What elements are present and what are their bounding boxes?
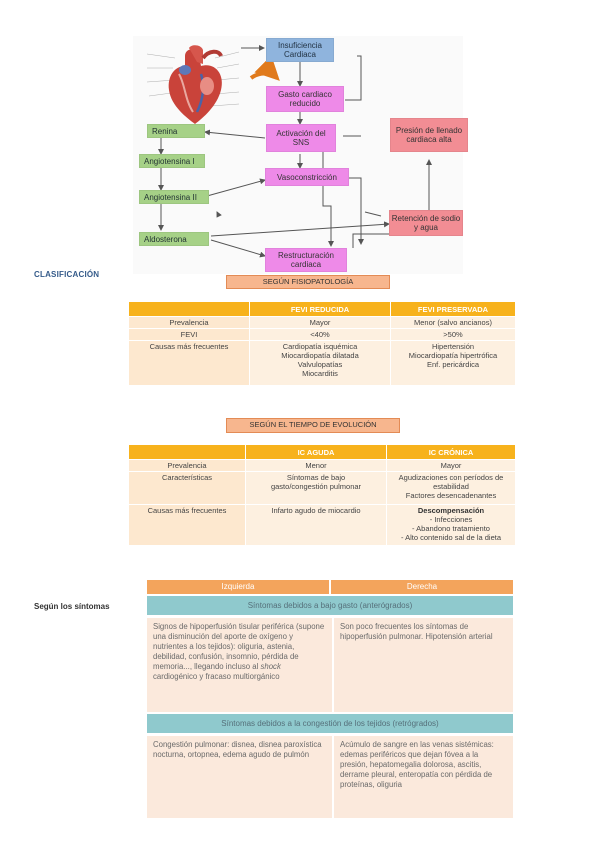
node-presion-label: Presión de llenado cardiaca alta [395, 126, 463, 144]
row-label: FEVI [128, 328, 250, 341]
node-retencion-label: Retención de sodio y agua [391, 214, 461, 232]
row-label: Características [128, 471, 246, 505]
node-presion-llenado: Presión de llenado cardiaca alta [390, 118, 468, 152]
evo-header-aguda: IC AGUDA [245, 444, 387, 460]
cell-line: Hipertensión [431, 342, 475, 351]
cell-line: Miocardiopatía dilatada [281, 351, 359, 360]
evolucion-header-row: IC AGUDA IC CRÓNICA [128, 444, 516, 460]
node-vasoconstriccion-label: Vasoconstricción [277, 172, 337, 182]
node-insuficiencia-label: Insuficiencia Cardiaca [277, 41, 323, 59]
table-cell: Cardiopatía isquémica Miocardiopatía dil… [249, 340, 391, 386]
node-insuficiencia-cardiaca: Insuficiencia Cardiaca [266, 38, 334, 62]
node-restructuracion-label: Restructuración cardiaca [277, 251, 335, 269]
node-activacion-label: Activación del SNS [276, 129, 326, 147]
node-aldosterona-label: Aldosterona [144, 234, 187, 244]
cell-congestion-izquierda: Congestión pulmonar: disnea, disnea paro… [147, 736, 332, 818]
table-cell: Menor [245, 459, 387, 472]
fisio-header-blank [128, 301, 250, 317]
evolucion-banner: SEGÚN EL TIEMPO DE EVOLUCIÓN [226, 418, 400, 433]
node-angiotensina-1-label: Angiotensina I [144, 156, 195, 166]
cell-text-emphasis: shock [260, 662, 281, 671]
sintomas-header-izquierda: Izquierda [147, 580, 329, 594]
table-cell: Infarto agudo de miocardio [245, 504, 387, 546]
table-cell: >50% [390, 328, 516, 341]
cell-congestion-derecha: Acúmulo de sangre en las venas sistémica… [334, 736, 513, 818]
table-cell: Mayor [386, 459, 516, 472]
cell-text: cardiogénico y fracaso multiorgánico [153, 672, 280, 681]
evo-header-cronica: IC CRÓNICA [386, 444, 516, 460]
node-retencion-sodio: Retención de sodio y agua [389, 210, 463, 236]
cell-bajo-gasto-derecha: Son poco frecuentes los síntomas de hipo… [334, 618, 513, 712]
sintomas-header-derecha: Derecha [331, 580, 513, 594]
table-cell: Síntomas de bajo gasto/congestión pulmon… [245, 471, 387, 505]
node-gasto-cardiaco: Gasto cardiaco reducido [266, 86, 344, 112]
node-renina-label: Renina [152, 126, 178, 136]
row-label: Prevalencia [128, 459, 246, 472]
table-cell: Mayor [249, 316, 391, 329]
cell-line: Valvulopatías [297, 360, 343, 369]
cell-text: Congestión pulmonar: disnea, disnea paro… [153, 740, 322, 759]
fisiopatologia-banner: SEGÚN FISIOPATOLOGÍA [226, 275, 390, 289]
fisiopatologia-table: FEVI REDUCIDA FEVI PRESERVADA Prevalenci… [128, 301, 516, 386]
cell-line-title: Descompensación [417, 506, 485, 515]
table-cell: Menor (salvo ancianos) [390, 316, 516, 329]
node-angiotensina-2: Angiotensina II [139, 190, 209, 204]
sintomas-side-label: Según los síntomas [34, 602, 110, 611]
table-row: Características Síntomas de bajo gasto/c… [128, 471, 516, 505]
node-aldosterona: Aldosterona [139, 232, 209, 246]
fisio-header-preservada: FEVI PRESERVADA [390, 301, 516, 317]
cell-line: - Abandono tratamiento [412, 524, 490, 533]
node-renina: Renina [147, 124, 205, 138]
clasificacion-heading: CLASIFICACIÓN [34, 270, 100, 279]
sintomas-table: Izquierda Derecha Síntomas debidos a baj… [147, 580, 513, 818]
table-cell: Hipertensión Miocardiopatía hipertrófica… [390, 340, 516, 386]
cell-text: Signos de hipoperfusión tisular periféri… [153, 622, 325, 671]
node-vasoconstriccion: Vasoconstricción [265, 168, 349, 186]
cell-text: Son poco frecuentes los síntomas de hipo… [340, 622, 493, 641]
table-row: Prevalencia Menor Mayor [128, 459, 516, 472]
table-row: Prevalencia Mayor Menor (salvo ancianos) [128, 316, 516, 329]
cell-line: Agudizaciones con períodos de [398, 473, 504, 482]
cell-line: Miocardiopatía hipertrófica [408, 351, 498, 360]
cell-text: Acúmulo de sangre en las venas sistémica… [340, 740, 494, 789]
table-row: Causas más frecuentes Infarto agudo de m… [128, 504, 516, 546]
table-cell: Descompensación - Infecciones - Abandono… [386, 504, 516, 546]
band-congestion: Síntomas debidos a la congestión de los … [147, 714, 513, 733]
pathophysiology-flowchart: Insuficiencia Cardiaca Gasto cardiaco re… [133, 36, 468, 274]
table-cell: Agudizaciones con períodos de estabilida… [386, 471, 516, 505]
row-label: Causas más frecuentes [128, 504, 246, 546]
row-label: Prevalencia [128, 316, 250, 329]
node-restructuracion: Restructuración cardiaca [265, 248, 347, 272]
heart-illustration [146, 45, 240, 124]
cell-line: Cardiopatía isquémica [282, 342, 358, 351]
evo-header-blank [128, 444, 246, 460]
node-angiotensina-1: Angiotensina I [139, 154, 205, 168]
cell-line: Síntomas de bajo [286, 473, 346, 482]
evolucion-table: IC AGUDA IC CRÓNICA Prevalencia Menor Ma… [128, 444, 516, 546]
cell-line: Miocarditis [302, 369, 338, 378]
table-row: FEVI <40% >50% [128, 328, 516, 341]
band-bajo-gasto: Síntomas debidos a bajo gasto (anterógra… [147, 596, 513, 615]
cell-line: - Alto contenido sal de la dieta [400, 533, 502, 542]
cell-line: - Infecciones [429, 515, 473, 524]
flowchart-arrows [158, 45, 432, 258]
cell-bajo-gasto-izquierda: Signos de hipoperfusión tisular periféri… [147, 618, 332, 712]
node-activacion-sns: Activación del SNS [266, 124, 336, 152]
table-cell: <40% [249, 328, 391, 341]
cell-line: Factores desencadenantes [405, 491, 497, 500]
row-label: Causas más frecuentes [128, 340, 250, 386]
node-angiotensina-2-label: Angiotensina II [144, 192, 197, 202]
node-gasto-label: Gasto cardiaco reducido [278, 90, 332, 108]
table-row: Causas más frecuentes Cardiopatía isquém… [128, 340, 516, 386]
cell-line: estabilidad [433, 482, 469, 491]
fisio-header-reducida: FEVI REDUCIDA [249, 301, 391, 317]
fisiopatologia-header-row: FEVI REDUCIDA FEVI PRESERVADA [128, 301, 516, 317]
cell-line: gasto/congestión pulmonar [270, 482, 362, 491]
cell-line: Enf. pericárdica [426, 360, 480, 369]
